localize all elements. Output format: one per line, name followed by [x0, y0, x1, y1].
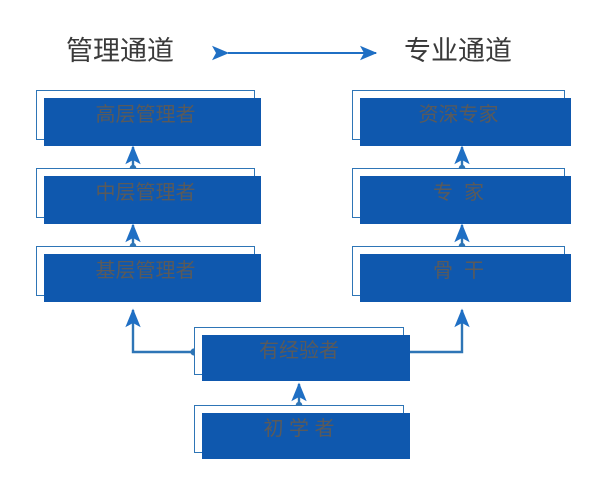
node-label: 资深专家	[418, 104, 499, 126]
node-beginner[interactable]: 初 学 者	[194, 405, 410, 459]
node-backbone[interactable]: 骨 干	[352, 246, 571, 302]
node-expert[interactable]: 专 家	[352, 168, 571, 224]
node-label: 高层管理者	[95, 104, 196, 126]
node-label: 中层管理者	[95, 182, 196, 204]
node-label: 有经验者	[259, 340, 339, 362]
node-senior-manager[interactable]: 高层管理者	[36, 90, 261, 146]
node-base-manager[interactable]: 基层管理者	[36, 246, 261, 302]
column-header-management: 管理通道	[66, 36, 174, 66]
connector-experienced-to-base-manager	[125, 308, 198, 356]
node-label: 骨 干	[432, 260, 485, 282]
node-label: 基层管理者	[95, 260, 196, 282]
node-middle-manager[interactable]: 中层管理者	[36, 168, 261, 224]
node-label: 初 学 者	[263, 418, 335, 440]
column-header-professional: 专业通道	[404, 36, 512, 66]
node-label: 专 家	[432, 182, 485, 204]
node-experienced[interactable]: 有经验者	[194, 327, 410, 381]
node-senior-expert[interactable]: 资深专家	[352, 90, 571, 146]
